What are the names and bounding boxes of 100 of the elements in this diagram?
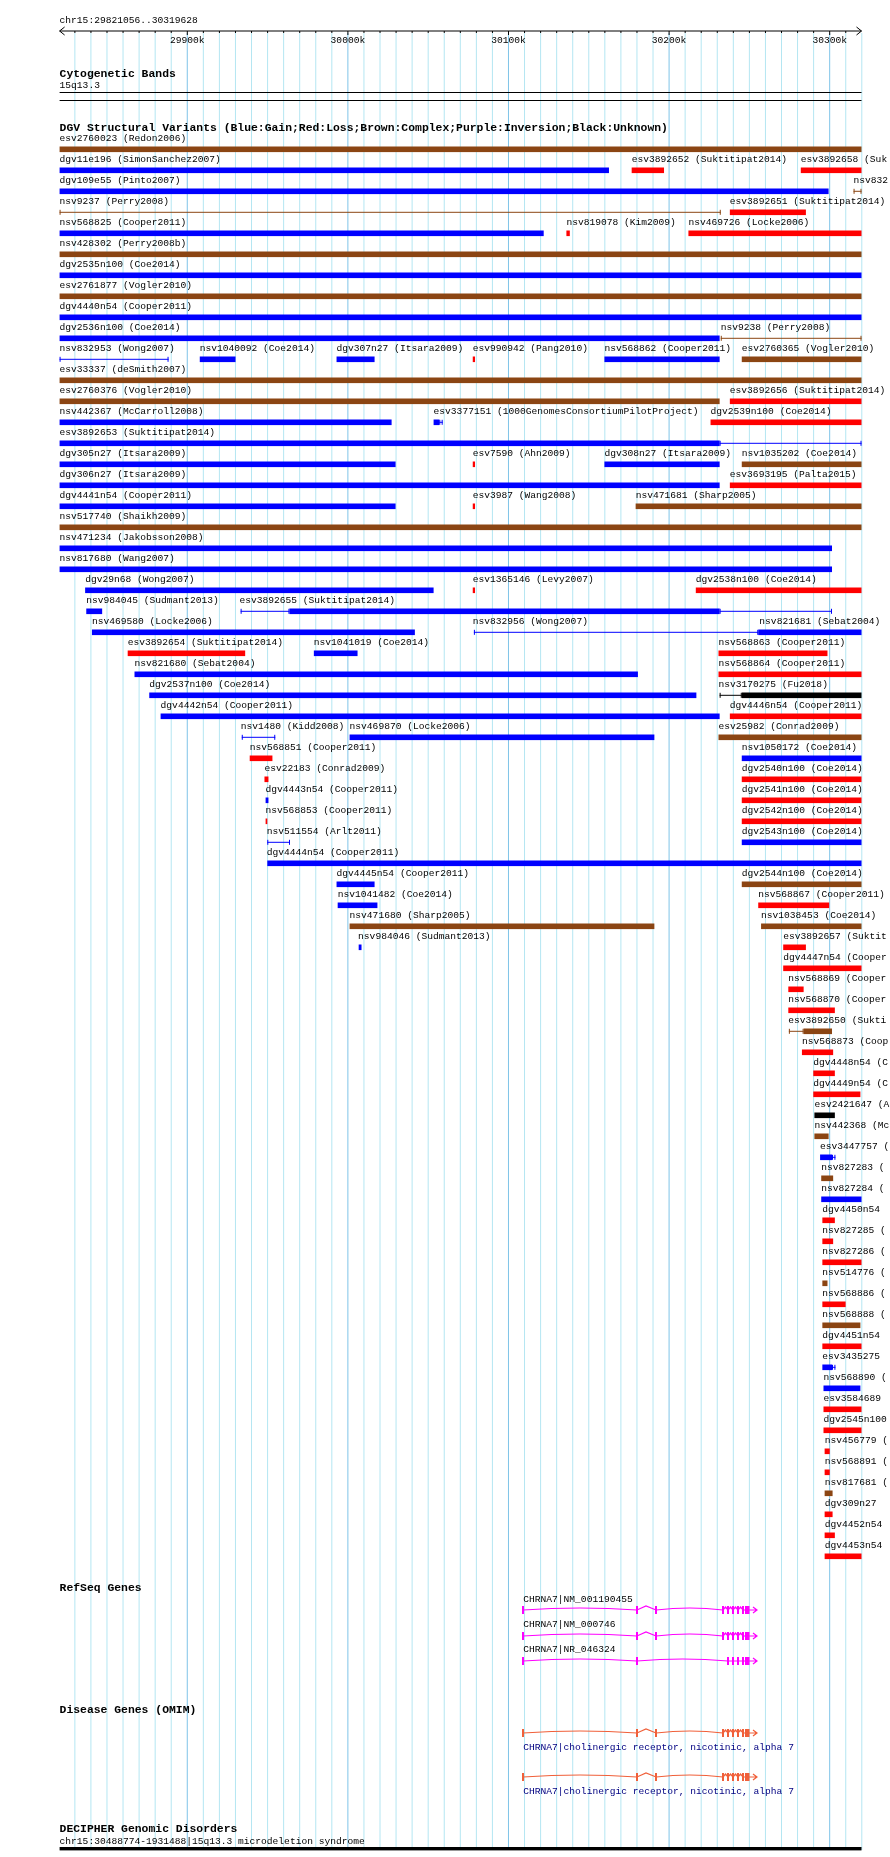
- tick-label: 30200k: [651, 35, 687, 47]
- track-title: RefSeq Genes: [59, 1582, 142, 1594]
- variant-label: esv3892658 (Suk: [800, 154, 888, 166]
- variant-label: dgv4448n54 (C: [813, 1057, 889, 1069]
- variant-label: nsv832956 (Wong2007): [472, 616, 588, 628]
- variant-label: nsv442367 (McCarroll2008): [59, 406, 204, 418]
- variant-label: nsv568853 (Cooper2011): [265, 805, 393, 817]
- variant-label: dgv4443n54 (Cooper2011): [265, 784, 398, 796]
- variant-label: dgv2543n100 (Coe2014): [741, 826, 863, 838]
- variant-label: nsv9237 (Perry2008): [59, 196, 169, 208]
- gene-label: CHRNA7|NM_000746: [523, 1619, 616, 1631]
- variant-label: nsv568873 (Coop: [801, 1036, 889, 1048]
- variant-label: dgv4445n54 (Cooper2011): [336, 868, 469, 880]
- variant-label: esv2421647 (A: [814, 1099, 890, 1111]
- variant-label: nsv827285 (: [822, 1225, 886, 1237]
- variant-label: esv2760365 (Vogler2010): [741, 343, 875, 355]
- variant-label: dgv2545n100: [823, 1414, 887, 1426]
- variant-label: esv22183 (Conrad2009): [264, 763, 386, 775]
- variant-label: nsv568862 (Cooper2011): [604, 343, 732, 355]
- variant-label: esv3892656 (Suktitipat2014): [729, 385, 886, 397]
- variant-label: dgv308n27 (Itsara2009): [604, 448, 732, 460]
- variant-label: esv3892652 (Suktitipat2014): [631, 154, 788, 166]
- variant-label: nsv568891 (: [824, 1456, 888, 1468]
- variant-label: nsv1041019 (Coe2014): [313, 637, 429, 649]
- variant-label: dgv305n27 (Itsara2009): [59, 448, 187, 460]
- variant-label: esv990942 (Pang2010): [472, 343, 588, 355]
- tick-label: 29900k: [170, 35, 205, 47]
- variant-label: dgv2538n100 (Coe2014): [695, 574, 817, 586]
- variant-label: nsv428302 (Perry2008b): [59, 238, 187, 250]
- variant-label: dgv4442n54 (Cooper2011): [160, 700, 294, 712]
- variant-label: esv3987 (Wang2008): [472, 490, 577, 502]
- track-title: DGV Structural Variants (Blue:Gain;Red:Loss;Brown:Complex;Purple:Inversion;Black:Unknown): [59, 122, 668, 134]
- disease-gene-label: CHRNA7|cholinergic receptor, nicotinic, alpha 7: [523, 1786, 794, 1798]
- variant-label: nsv984046 (Sudmant2013): [358, 931, 491, 943]
- variant-label: esv3892655 (Suktitipat2014): [239, 595, 395, 607]
- variant-label: nsv832: [853, 175, 889, 187]
- variant-label: esv3435275: [822, 1351, 880, 1363]
- variant-label: esv2760376 (Vogler2010): [59, 385, 192, 397]
- variant-label: esv3584689: [823, 1393, 882, 1405]
- variant-label: nsv568851 (Cooper2011): [249, 742, 377, 754]
- variant-label: nsv827284 (: [821, 1183, 885, 1195]
- gene-label: CHRNA7|NM_001190455: [523, 1594, 633, 1606]
- variant-label: nsv568869 (Cooper: [788, 973, 887, 985]
- variant-label: dgv2540n100 (Coe2014): [741, 763, 863, 775]
- variant-label: nsv469726 (Locke2006): [688, 217, 810, 229]
- variant-label: dgv4446n54 (Cooper2011): [729, 700, 863, 712]
- variant-label: dgv2539n100 (Coe2014): [710, 406, 832, 418]
- variant-label: esv3377151 (1000GenomesConsortiumPilotProject): [433, 406, 699, 418]
- band-label: 15q13.3: [59, 80, 100, 92]
- variant-label: nsv1041482 (Coe2014): [337, 889, 453, 901]
- variant-label: dgv4452n54: [824, 1519, 883, 1531]
- variant-label: nsv1038453 (Coe2014): [761, 910, 877, 922]
- variant-label: nsv471234 (Jakobsson2008): [59, 532, 204, 544]
- track-title: Disease Genes (OMIM): [59, 1703, 197, 1716]
- variant-label: nsv514776 (: [822, 1267, 886, 1279]
- variant-label: nsv1480 (Kidd2008): [240, 721, 345, 733]
- variant-label: nsv1040092 (Coe2014): [199, 343, 315, 355]
- variant-label: dgv4451n54: [822, 1330, 880, 1342]
- disorder-label: chr15:30488774-1931488|15q13.3 microdeletion syndrome: [59, 1836, 365, 1848]
- variant-label: dgv2536n100 (Coe2014): [59, 322, 181, 334]
- variant-label: dgv2542n100 (Coe2014): [741, 805, 863, 817]
- variant-label: nsv471680 (Sharp2005): [349, 910, 471, 922]
- variant-label: esv3892650 (Sukti: [788, 1015, 887, 1027]
- variant-label: esv1365146 (Levy2007): [472, 574, 594, 586]
- variant-label: dgv4447n54 (Cooper: [783, 952, 887, 964]
- variant-label: nsv827286 (: [822, 1246, 886, 1258]
- variant-label: nsv568886 (: [822, 1288, 886, 1300]
- variant-label: esv3693195 (Palta2015): [729, 469, 857, 481]
- variant-label: dgv4444n54 (Cooper2011): [266, 847, 400, 859]
- variant-label: nsv3170275 (Fu2018): [718, 679, 828, 691]
- disease-gene-label: CHRNA7|cholinergic receptor, nicotinic, alpha 7: [523, 1741, 794, 1754]
- variant-label: esv7590 (Ahn2009): [472, 448, 571, 460]
- variant-label: nsv568867 (Cooper2011): [758, 889, 885, 901]
- variant-label: dgv306n27 (Itsara2009): [59, 469, 187, 481]
- variant-label: nsv469870 (Locke2006): [349, 721, 471, 733]
- variant-label: dgv11e196 (SimonSanchez2007): [59, 154, 221, 166]
- variant-label: nsv469580 (Locke2006): [91, 616, 213, 628]
- variant-label: dgv4440n54 (Cooper2011): [59, 301, 192, 313]
- variant-label: esv2761877 (Vogler2010): [59, 280, 192, 292]
- variant-label: nsv568888 (: [822, 1309, 886, 1321]
- variant-label: dgv2544n100 (Coe2014): [741, 868, 863, 880]
- variant-label: nsv471681 (Sharp2005): [635, 490, 757, 502]
- tick-label: 30300k: [812, 35, 847, 47]
- variant-label: nsv442368 (Mc: [814, 1120, 890, 1132]
- variant-label: nsv568864 (Cooper2011): [718, 658, 846, 670]
- variant-label: esv3892653 (Suktitipat2014): [59, 427, 216, 439]
- variant-label: esv3447757 (: [820, 1141, 890, 1153]
- variant-label: nsv511554 (Arlt2011): [266, 826, 382, 838]
- variant-label: esv3892651 (Suktitipat2014): [729, 196, 886, 208]
- variant-label: nsv456779 (: [824, 1435, 888, 1447]
- variant-label: nsv568863 (Cooper2011): [718, 637, 846, 649]
- variant-label: dgv4450n54: [822, 1204, 880, 1216]
- track-title: Cytogenetic Bands: [59, 68, 176, 80]
- variant-label: esv2760023 (Redon2006): [59, 133, 187, 145]
- variant-label: dgv307n27 (Itsara2009): [336, 343, 464, 355]
- variant-label: esv25982 (Conrad2009): [718, 721, 840, 733]
- variant-label: dgv29n68 (Wong2007): [85, 574, 195, 586]
- variant-label: dgv4453n54: [824, 1540, 883, 1552]
- variant-label: nsv517740 (Shaikh2009): [59, 511, 187, 523]
- tick-label: 30100k: [491, 35, 526, 47]
